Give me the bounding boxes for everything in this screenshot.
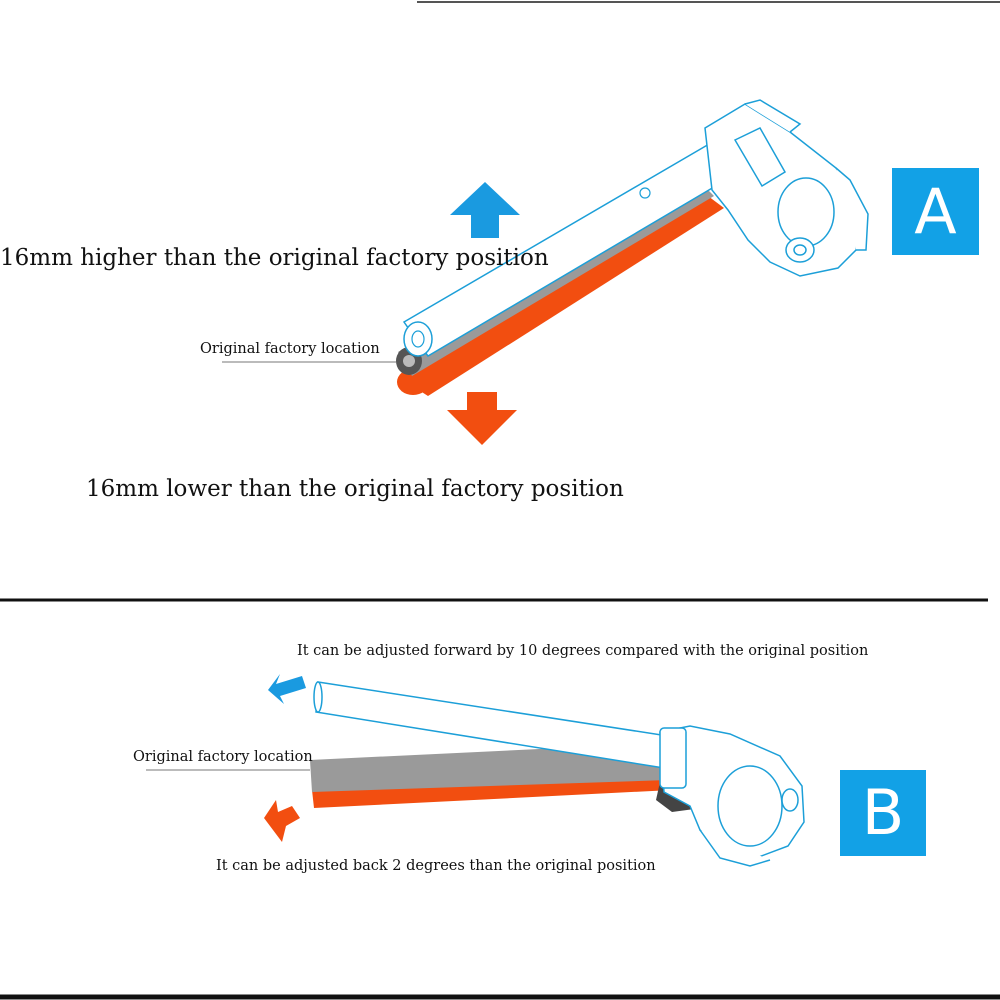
back-adjust-label: It can be adjusted back 2 degrees than t… (216, 858, 656, 874)
panel-a-illustration (222, 99, 869, 445)
back-arrow-icon (264, 800, 300, 842)
lower-position-label: 16mm lower than the original factory pos… (86, 476, 624, 502)
back-handlebar (312, 776, 672, 808)
clamp-b (659, 725, 805, 867)
original-handlebar-b (310, 748, 668, 792)
upper-bar-end (403, 321, 433, 357)
original-location-label-b: Original factory location (133, 749, 313, 765)
panel-b-illustration (146, 674, 805, 867)
panel-b-badge-bg (840, 770, 926, 856)
down-arrow-icon (447, 392, 517, 445)
panel-b-badge: B (861, 776, 905, 849)
forward-arrow-icon (268, 674, 306, 704)
forward-adjust-label: It can be adjusted forward by 10 degrees… (297, 643, 869, 659)
panel-a-badge: A (914, 174, 957, 248)
lower-handlebar (400, 196, 724, 396)
original-location-label-a: Original factory location (200, 341, 380, 357)
panel-a-badge-bg (892, 168, 979, 255)
lower-bar-end (397, 369, 429, 395)
up-arrow-icon (450, 182, 520, 238)
clamp-a (704, 99, 869, 277)
higher-position-label: 16mm higher than the original factory po… (0, 245, 549, 271)
